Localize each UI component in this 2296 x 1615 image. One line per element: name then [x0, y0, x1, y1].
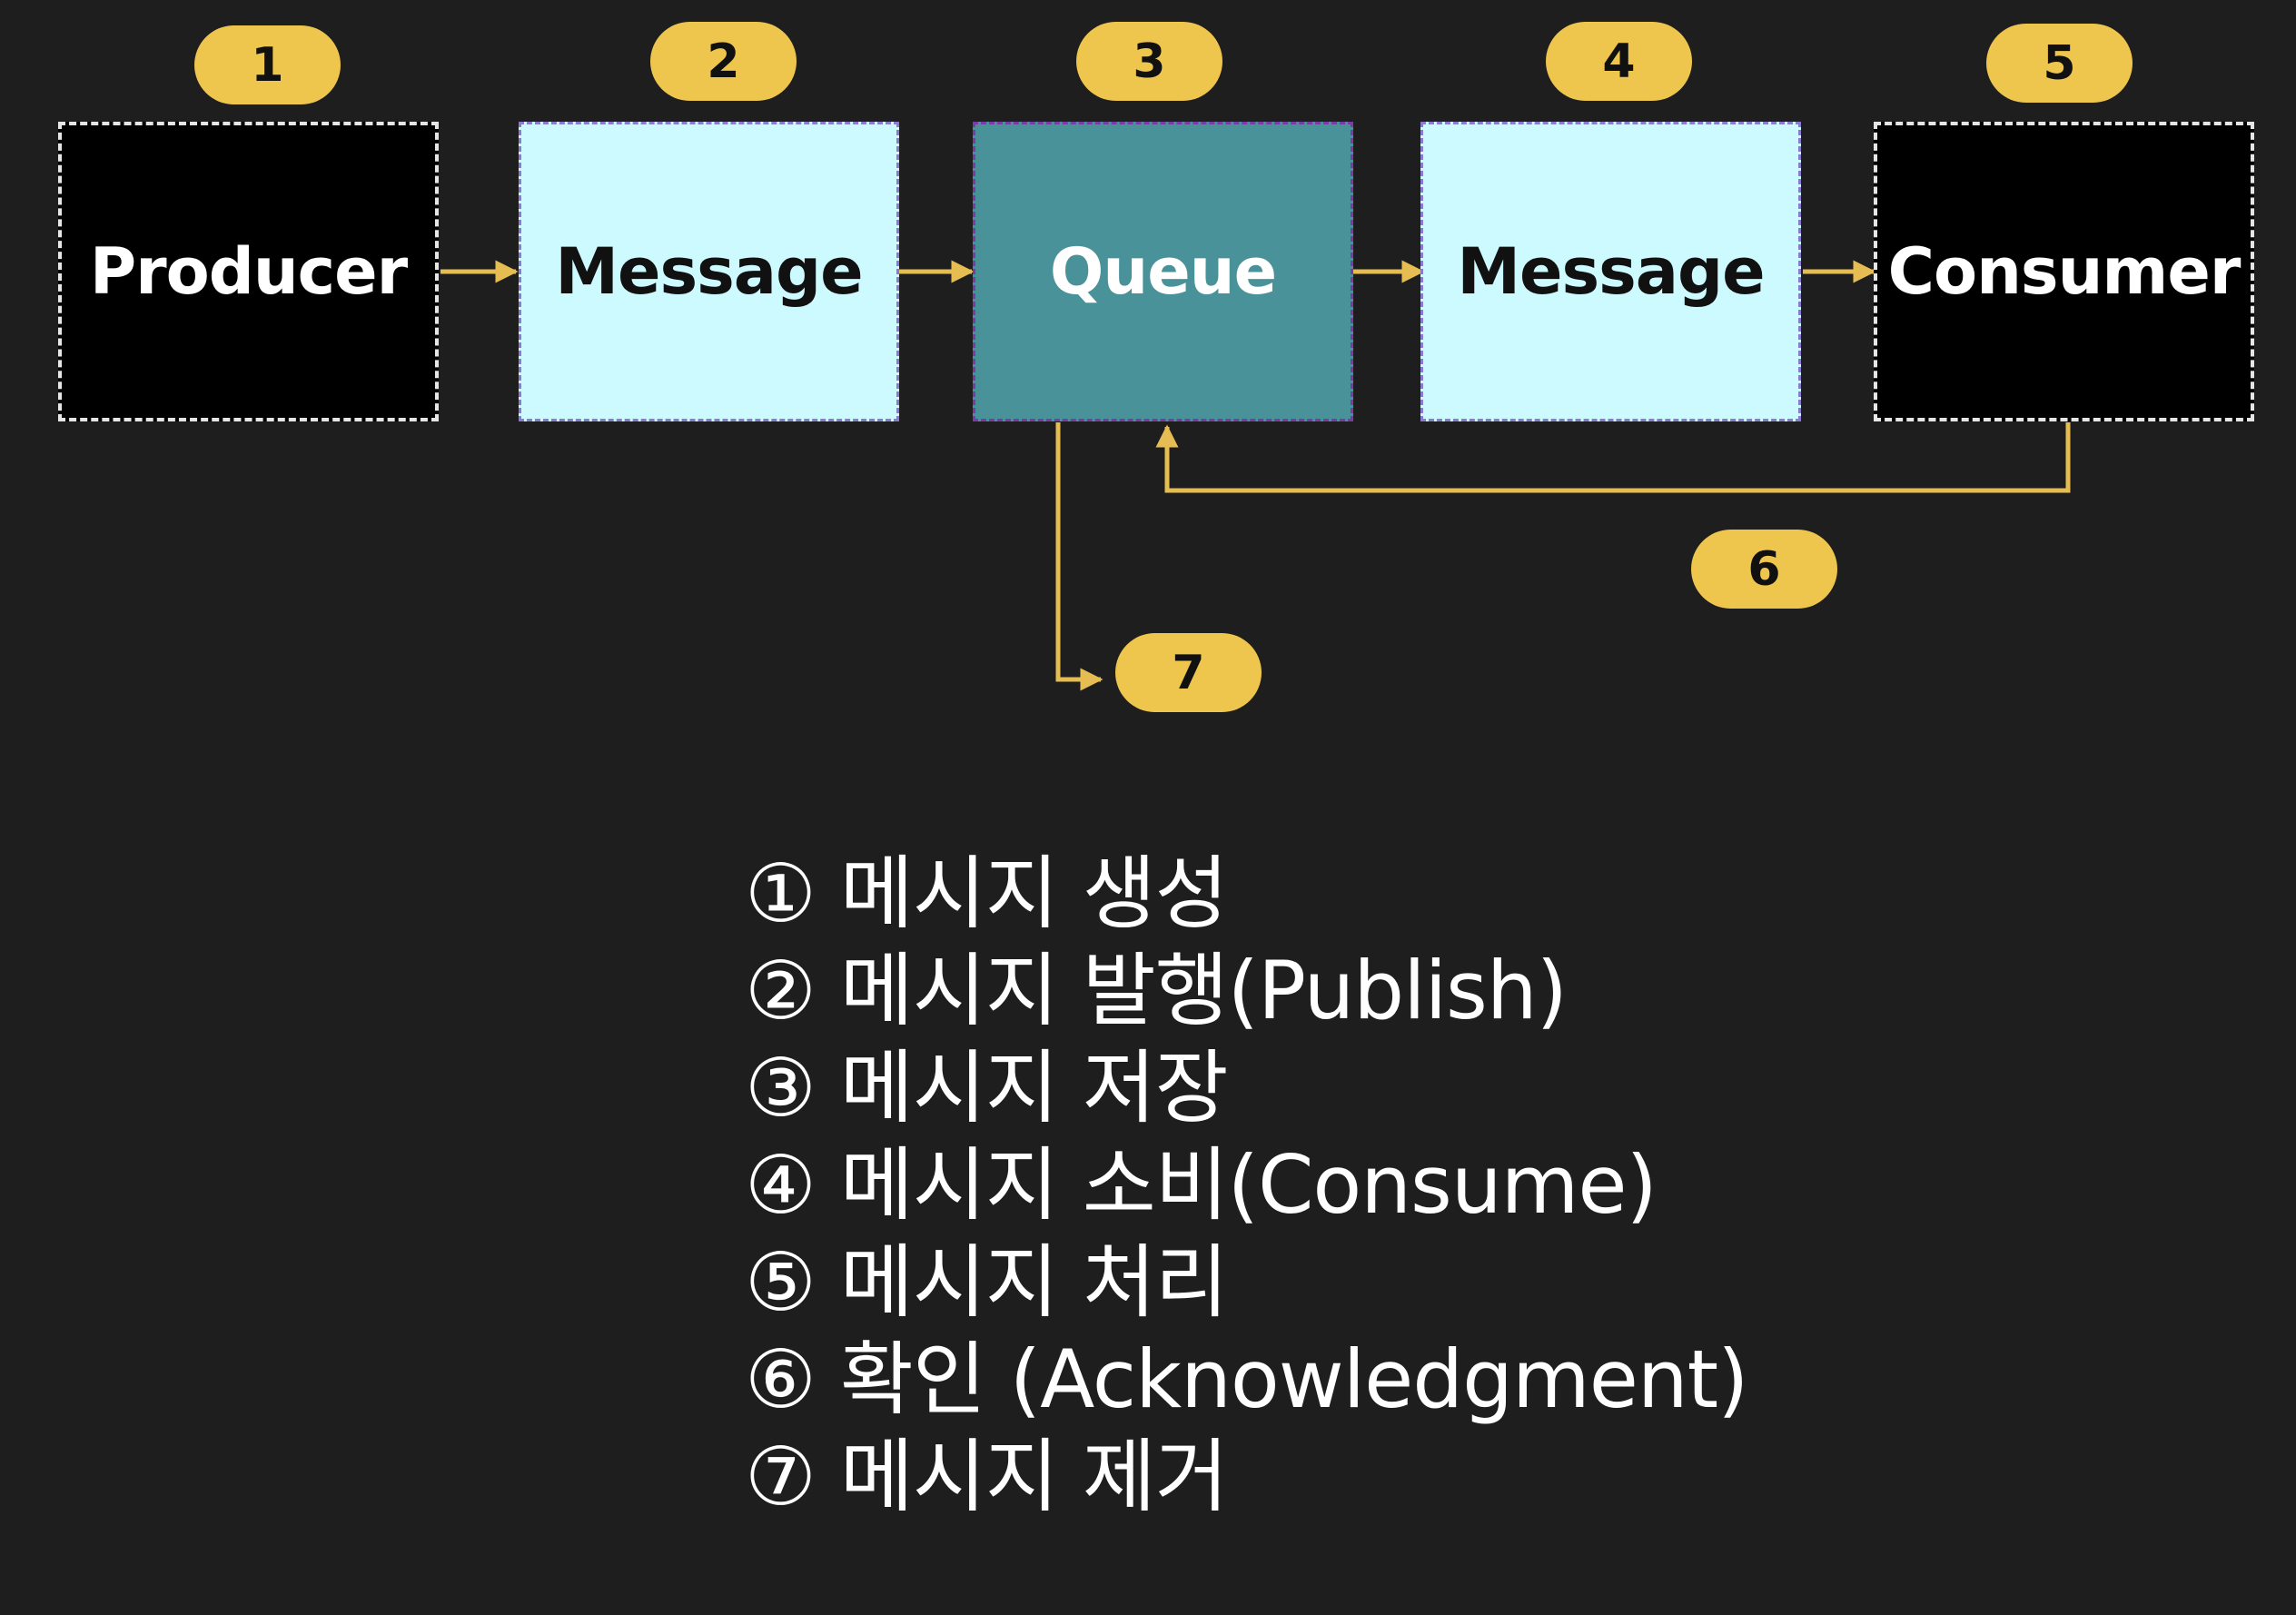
legend-item-5: ⑤ 메시지 처리 [745, 1235, 1229, 1329]
producer-node: Producer [58, 122, 439, 421]
step-badge-5: 5 [1986, 24, 2133, 103]
message-out-label: Message [1457, 234, 1765, 309]
message-node-out: Message [1420, 122, 1801, 421]
legend-item-4: ④ 메시지 소비(Consume) [745, 1138, 1658, 1232]
consumer-node: Consumer [1874, 122, 2254, 421]
message-node-in: Message [519, 122, 899, 421]
arrow-ack-consumer-to-queue [1155, 422, 2071, 493]
step-badge-3: 3 [1076, 22, 1222, 101]
queue-node: Queue [973, 122, 1353, 421]
queue-label: Queue [1049, 234, 1277, 309]
legend-item-3: ③ 메시지 저장 [745, 1041, 1229, 1134]
producer-label: Producer [89, 234, 408, 309]
consumer-label: Consumer [1887, 234, 2242, 309]
legend-item-6: ⑥ 확인 (Acknowledgment) [745, 1333, 1748, 1426]
step-badge-2: 2 [650, 22, 797, 101]
legend-item-7: ⑦ 메시지 제거 [745, 1430, 1229, 1523]
legend-item-1: ① 메시지 생성 [745, 847, 1229, 940]
step-legend: ① 메시지 생성 ② 메시지 발행(Publish) ③ 메시지 저장 ④ 메시… [745, 845, 1748, 1525]
arrow-queue-to-remove [1055, 422, 1103, 691]
step-badge-4: 4 [1546, 22, 1692, 101]
step-badge-7: 7 [1115, 633, 1262, 712]
message-in-label: Message [555, 234, 863, 309]
step-badge-6: 6 [1691, 530, 1837, 609]
step-badge-1: 1 [194, 25, 341, 104]
legend-item-2: ② 메시지 발행(Publish) [745, 944, 1568, 1037]
